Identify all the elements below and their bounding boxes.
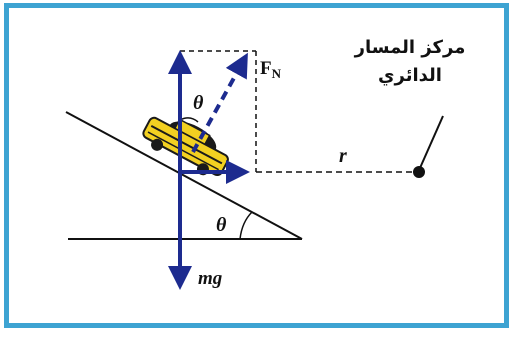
- center-dot-icon: [413, 166, 425, 178]
- diagram-frame: [4, 3, 509, 328]
- base-angle-arc: [239, 211, 253, 240]
- normal-force-label: FN: [260, 58, 282, 81]
- normal-force-subscript: N: [272, 66, 282, 81]
- center-label-line1: مركز المسار: [354, 37, 466, 58]
- center-label-line2: الدائري: [378, 65, 442, 86]
- radius-label: r: [339, 145, 347, 167]
- normal-force-arrow: [191, 52, 248, 153]
- incline-surface: [65, 111, 303, 240]
- circular-path-center-label: مركز المسار الدائري: [330, 34, 490, 90]
- upper-angle-label: θ: [193, 92, 204, 114]
- axis-line: [419, 115, 444, 169]
- weight-label: mg: [198, 268, 222, 289]
- base-angle-label: θ: [216, 214, 227, 236]
